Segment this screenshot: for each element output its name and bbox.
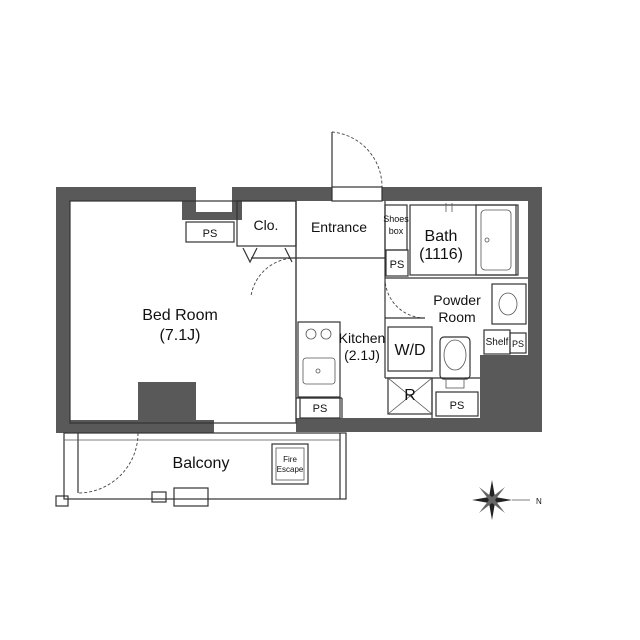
refrigerator-label: R xyxy=(404,387,416,404)
washbasin xyxy=(498,292,518,316)
exterior-walls xyxy=(56,187,542,433)
sink-counter xyxy=(491,283,527,325)
closet-label: Clo. xyxy=(254,217,279,233)
compass-north-label: N xyxy=(536,497,542,506)
ps-box-powder xyxy=(435,391,479,417)
ps-label: PS xyxy=(203,228,218,240)
bath-fixtures xyxy=(409,203,519,276)
toilet xyxy=(439,336,471,380)
ps-label: PS xyxy=(450,400,465,412)
kitchen-label: Kitchen xyxy=(339,330,386,346)
kitchen-fixtures xyxy=(297,321,341,398)
ps-box-kitchen xyxy=(299,397,341,419)
stove-burner-icon xyxy=(320,328,332,340)
bedroom-size: (7.1J) xyxy=(160,327,201,344)
shoes-box-label-2: box xyxy=(389,226,404,236)
kitchen-size: (2.1J) xyxy=(344,347,380,363)
bath-size: (1116) xyxy=(419,246,463,263)
ps-label: PS xyxy=(313,403,328,415)
powder-fixtures xyxy=(439,283,527,389)
kitchen-counter xyxy=(297,321,341,398)
bath-label: Bath xyxy=(425,228,458,245)
kitchen-sink xyxy=(302,357,336,385)
fire-escape-hatch xyxy=(271,443,309,485)
bedroom-label: Bed Room xyxy=(142,307,218,324)
refrigerator-box xyxy=(387,377,433,415)
shelf-outline xyxy=(483,329,511,355)
compass-rose-icon: N xyxy=(472,480,542,520)
powder-room-label: Powder xyxy=(433,292,481,308)
doors xyxy=(77,131,426,494)
ps-box-bedroom xyxy=(185,221,235,243)
washer-dryer-box xyxy=(387,326,433,372)
shoes-box-label: Shoes xyxy=(383,214,409,224)
powder-room-label-2: Room xyxy=(438,309,475,325)
fire-escape-label-2: Escape xyxy=(277,465,304,474)
balcony-label: Balcony xyxy=(173,455,230,472)
room-labels: Bed Room (7.1J) Clo. Entrance Shoes box … xyxy=(142,214,524,474)
balcony-area xyxy=(55,432,347,507)
stove-burner-icon xyxy=(305,328,317,340)
entrance-label: Entrance xyxy=(311,219,367,235)
ps-label: PS xyxy=(512,339,524,349)
washer-dryer-label: W/D xyxy=(394,342,425,359)
ps-label: PS xyxy=(390,259,405,271)
fire-escape-label: Fire xyxy=(283,455,297,464)
bathtub xyxy=(475,204,517,276)
shelf-label: Shelf xyxy=(486,337,509,348)
shoes-box-outline xyxy=(384,204,408,251)
